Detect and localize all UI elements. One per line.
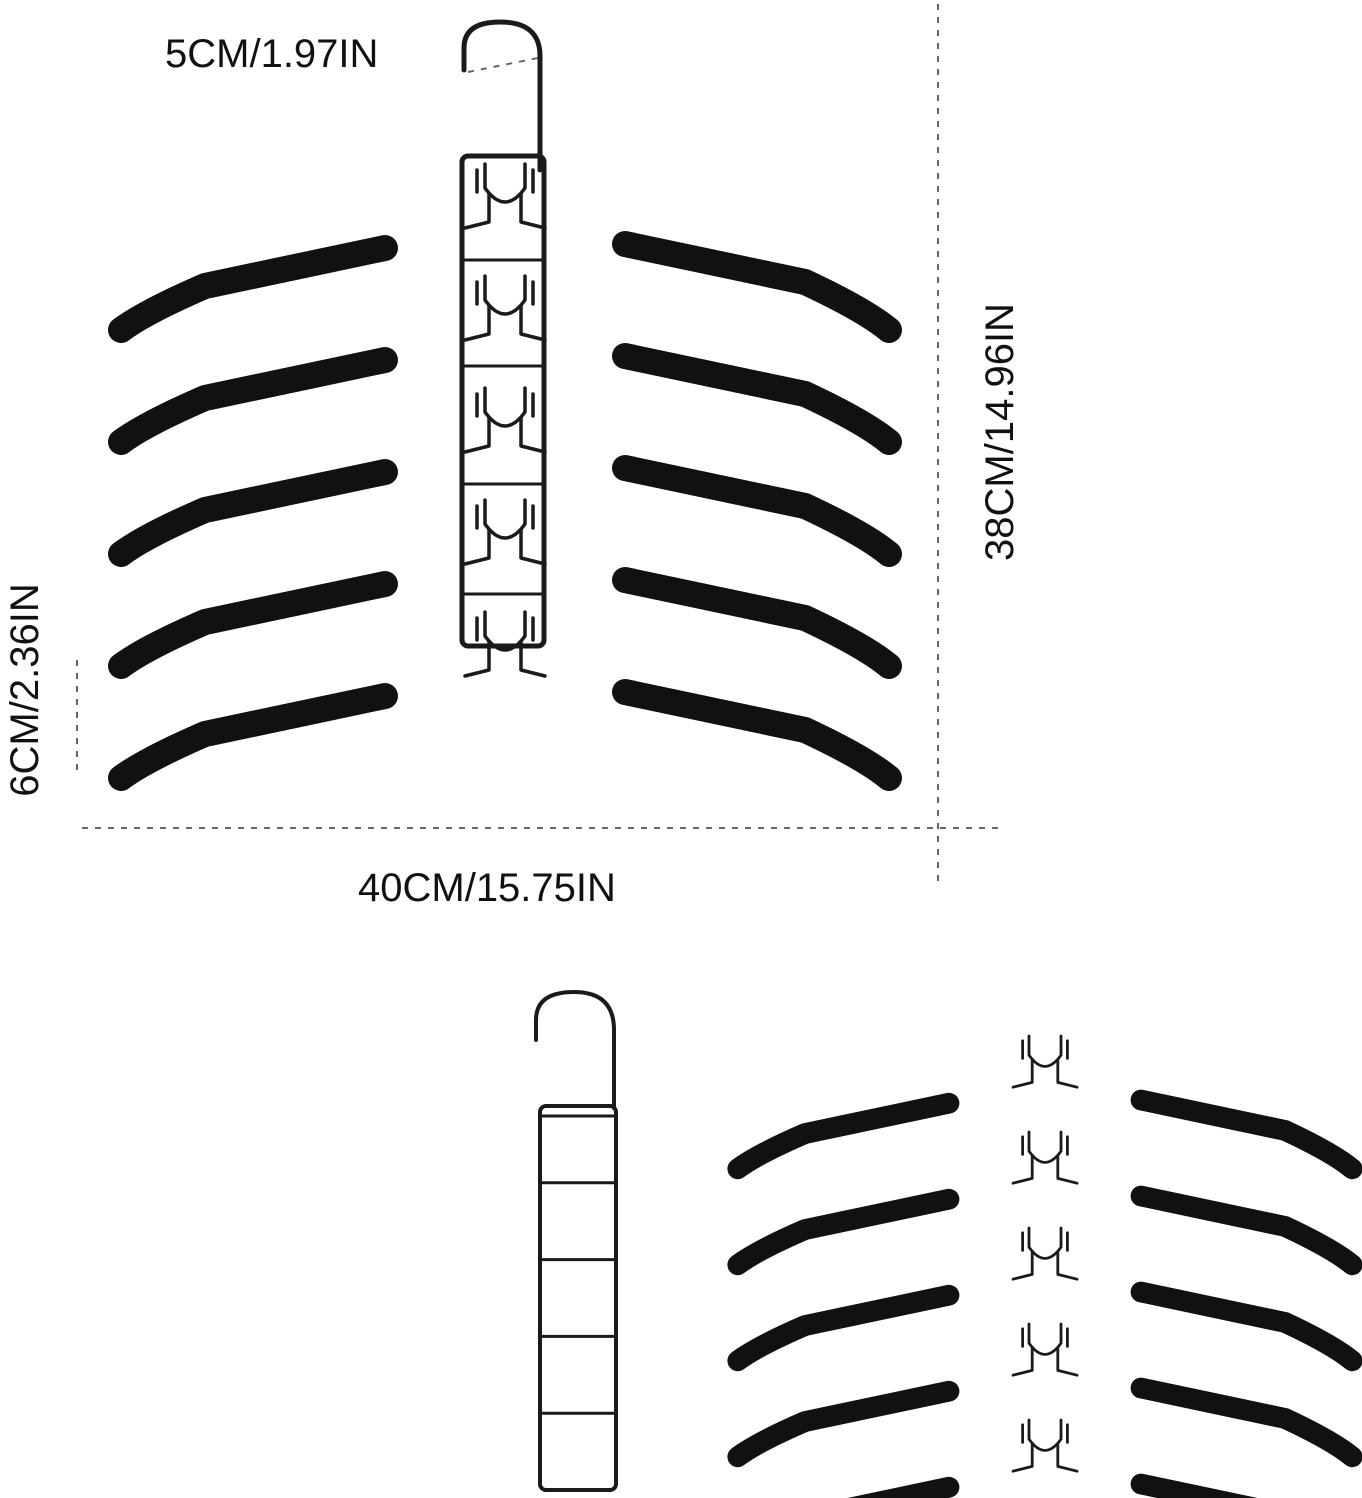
total-height-label: 38CM/14.96IN [978,303,1022,561]
arm-wire [1011,1154,1079,1185]
arm-layer-1 [108,162,902,343]
arm-wire [463,640,547,678]
left-foam-arm [108,571,398,679]
left-foam-arm [108,347,398,455]
left-foam-arm [727,1380,960,1468]
detached-frame-body [538,1104,618,1492]
assembled-hook [461,19,543,173]
center-loop [1021,1418,1069,1452]
total-width-label: 40CM/15.75IN [358,866,616,910]
left-foam-arm [727,1284,960,1372]
right-foam-arm [612,679,902,791]
right-foam-arm [1130,1089,1362,1180]
arm-wire [1011,1346,1079,1377]
right-foam-arm [612,231,902,343]
center-loop [475,610,535,652]
arm-wire [1011,1058,1079,1089]
arm-layer-2 [108,274,902,455]
right-foam-arm [612,343,902,455]
right-foam-arm [612,567,902,679]
left-foam-arm [108,235,398,343]
detached-frame [534,990,618,1492]
left-foam-arm [108,683,398,791]
arm-wire [1011,1250,1079,1281]
detached-hook [534,990,616,1110]
arm-wire [463,528,547,566]
detached-arm-layers [727,1034,1362,1498]
right-foam-arm [612,455,902,567]
right-foam-arm [1130,1473,1258,1498]
arm-layer-3 [727,1226,1362,1372]
hook-guide-line [467,57,539,73]
arm-layer-2 [727,1130,1362,1276]
detached-frame-bars [540,1114,616,1415]
center-loop [475,162,535,204]
left-foam-arm [727,1092,960,1180]
arm-layer-3 [108,386,902,567]
right-foam-arm [1130,1377,1362,1468]
assembled-arm-layers [108,162,902,791]
arm-wire [1011,1442,1079,1473]
layer-spacing-label: 6CM/2.36IN [3,583,47,797]
arm-wire [463,304,547,342]
center-loop [475,386,535,428]
arm-layer-5 [108,610,902,791]
arm-layer-1 [727,1034,1362,1180]
center-loop [475,498,535,540]
arm-wire [463,192,547,230]
assembled-hanger [459,19,547,649]
arm-layer-5 [847,1418,1258,1498]
center-loop [1021,1226,1069,1260]
dimension-guides [76,4,1002,882]
arm-wire [463,416,547,454]
right-foam-arm [1130,1185,1362,1276]
center-loop [475,274,535,316]
center-loop [1021,1322,1069,1356]
center-loop [1021,1034,1069,1068]
left-foam-arm [847,1476,960,1498]
assembled-frame [459,153,547,649]
arm-layer-4 [108,498,902,679]
arm-layer-4 [727,1322,1362,1468]
hook-width-label: 5CM/1.97IN [165,32,379,76]
right-foam-arm [1130,1281,1362,1372]
left-foam-arm [108,459,398,567]
center-loop [1021,1130,1069,1164]
left-foam-arm [727,1188,960,1276]
